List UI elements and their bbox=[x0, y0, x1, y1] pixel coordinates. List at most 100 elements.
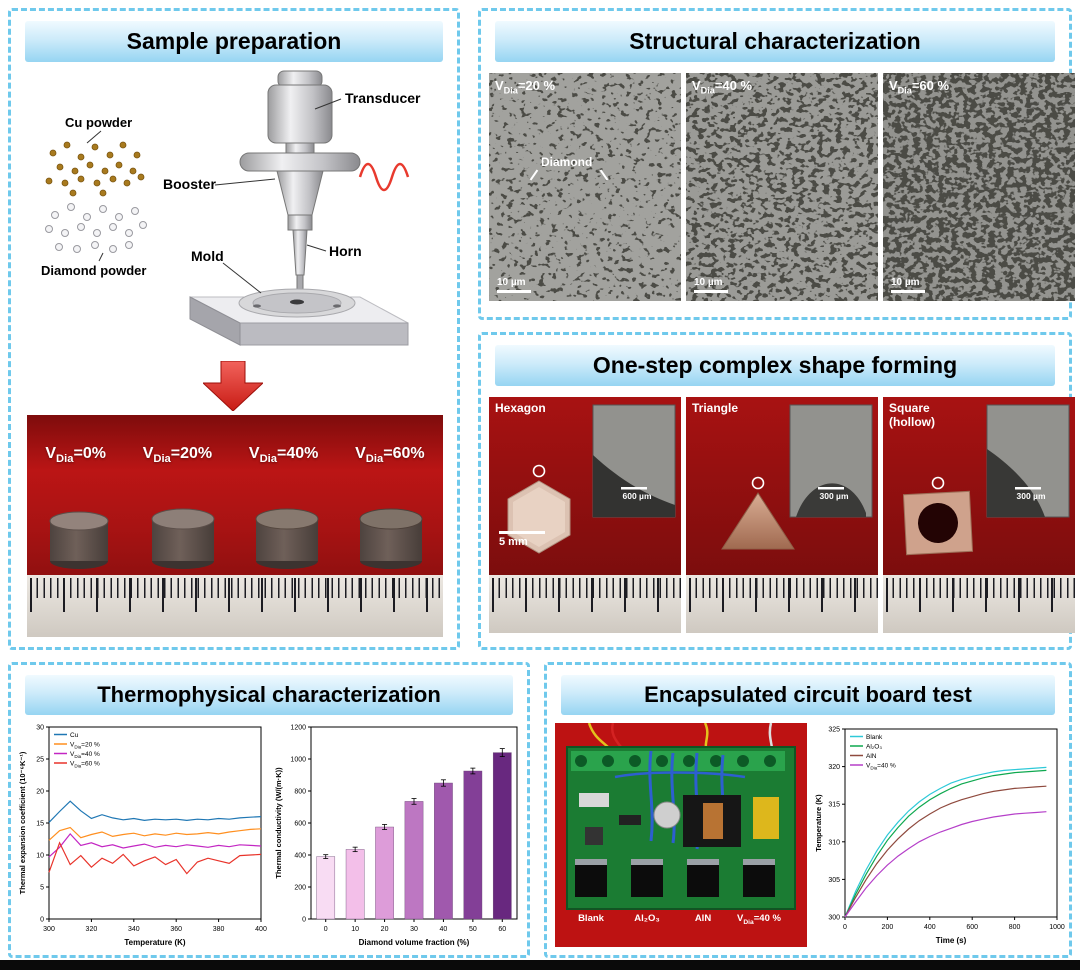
svg-text:325: 325 bbox=[828, 727, 840, 734]
transducer-body bbox=[239, 70, 361, 298]
sem-micrograph-40: VDia=40 % 10 µm bbox=[686, 73, 878, 301]
svg-text:380: 380 bbox=[213, 926, 225, 933]
scale-bar-line bbox=[497, 290, 531, 293]
sample-cylinders bbox=[49, 508, 423, 569]
svg-text:1000: 1000 bbox=[290, 757, 306, 764]
svg-text:VDia=40 %: VDia=40 % bbox=[70, 751, 100, 759]
svg-text:600: 600 bbox=[294, 821, 306, 828]
samples-photo-image bbox=[27, 415, 443, 575]
svg-text:20: 20 bbox=[36, 789, 44, 796]
ultrasound-wave-icon bbox=[358, 162, 410, 192]
sample-volume-labels: VDia=0% VDia=20% VDia=40% VDia=60% bbox=[27, 445, 443, 465]
sem-image bbox=[883, 73, 1075, 301]
sample-label: VDia=0% bbox=[45, 445, 106, 466]
scale-bar-line bbox=[694, 290, 728, 293]
svg-text:800: 800 bbox=[294, 789, 306, 796]
scale-bar: 10 µm bbox=[694, 277, 728, 293]
position-marker-icon bbox=[532, 464, 546, 478]
panel-title: One-step complex shape forming bbox=[495, 345, 1055, 386]
inset-scale-bar: 600 µm bbox=[622, 491, 652, 501]
ruler-ticks-small bbox=[886, 578, 1075, 598]
shape-label: Square (hollow) bbox=[889, 401, 935, 429]
svg-text:Thermal expansion coefficient: Thermal expansion coefficient (10⁻⁶K⁻¹) bbox=[18, 751, 27, 894]
ruler bbox=[883, 575, 1075, 633]
down-arrow-icon bbox=[203, 361, 263, 411]
svg-text:Time (s): Time (s) bbox=[936, 936, 967, 945]
svg-text:600: 600 bbox=[966, 924, 978, 931]
svg-text:800: 800 bbox=[1009, 924, 1021, 931]
svg-text:30: 30 bbox=[410, 926, 418, 933]
blue-wire bbox=[648, 750, 654, 842]
svg-text:Al₂O₃: Al₂O₃ bbox=[866, 744, 882, 751]
svg-text:Cu: Cu bbox=[70, 732, 79, 739]
svg-text:0: 0 bbox=[40, 917, 44, 924]
panel-title: Sample preparation bbox=[25, 21, 443, 62]
shape-figure-hexagon: Hexagon 600 µm 5 mm bbox=[489, 397, 681, 633]
position-marker-icon bbox=[751, 476, 765, 490]
sem-label: VDia=60 % bbox=[889, 78, 950, 96]
svg-text:Thermal conductivity (W/(m·K)): Thermal conductivity (W/(m·K)) bbox=[274, 767, 283, 879]
svg-text:400: 400 bbox=[255, 926, 267, 933]
svg-text:Temperature (K): Temperature (K) bbox=[814, 794, 823, 852]
svg-text:340: 340 bbox=[128, 926, 140, 933]
scale-bar-line bbox=[499, 531, 545, 534]
ruler-ticks-small bbox=[492, 578, 681, 598]
shape-figure-square-hollow: Square (hollow) 300 µm bbox=[883, 397, 1075, 633]
shape-photo bbox=[686, 397, 878, 575]
ruler-ticks-small bbox=[30, 578, 443, 598]
transformer-coil bbox=[703, 803, 723, 839]
shape-label: Hexagon bbox=[495, 401, 546, 415]
svg-text:VDia=20 %: VDia=20 % bbox=[70, 742, 100, 750]
svg-text:300: 300 bbox=[43, 926, 55, 933]
component bbox=[619, 815, 641, 825]
svg-text:1200: 1200 bbox=[290, 725, 306, 732]
svg-text:15: 15 bbox=[36, 821, 44, 828]
svg-text:0: 0 bbox=[324, 926, 328, 933]
horn-label: Horn bbox=[329, 243, 362, 259]
panel-title: Encapsulated circuit board test bbox=[561, 675, 1055, 715]
diamond-powder-dots bbox=[45, 203, 147, 253]
blue-wire bbox=[614, 771, 746, 779]
panel-title: Thermophysical characterization bbox=[25, 675, 513, 715]
sample-label: VDia=60% bbox=[355, 445, 425, 466]
ruler bbox=[686, 575, 878, 633]
board-label: Blank bbox=[578, 913, 604, 924]
svg-text:VDia=60 %: VDia=60 % bbox=[70, 761, 100, 769]
sample-label: VDia=20% bbox=[142, 445, 213, 466]
svg-text:315: 315 bbox=[828, 802, 840, 809]
triangle-sample bbox=[721, 492, 795, 550]
sem-micrograph-60: VDia=60 % 10 µm bbox=[883, 73, 1075, 301]
sem-label: VDia=40 % bbox=[692, 78, 753, 96]
svg-text:5: 5 bbox=[40, 885, 44, 892]
shape-figure-row: Hexagon 600 µm 5 mm bbox=[489, 397, 1075, 633]
svg-text:0: 0 bbox=[302, 917, 306, 924]
blue-wire bbox=[670, 752, 676, 844]
board-label: AlN bbox=[694, 913, 712, 924]
sem-image bbox=[489, 73, 681, 301]
encapsulated-packages bbox=[575, 859, 775, 897]
panel-thermophysical: Thermophysical characterization 0 5 10 15 20… bbox=[8, 662, 530, 958]
booster-label: Booster bbox=[163, 176, 216, 192]
sem-image bbox=[686, 73, 878, 301]
svg-text:400: 400 bbox=[924, 924, 936, 931]
inset-scale-bar: 300 µm bbox=[819, 491, 849, 501]
cu-powder-label: Cu powder bbox=[65, 115, 132, 130]
svg-text:320: 320 bbox=[86, 926, 98, 933]
sem-image-row: VDia=20 % Diamond 10 µm VDia=40 % bbox=[489, 73, 1075, 301]
svg-text:1000: 1000 bbox=[1049, 924, 1065, 931]
cu-powder-dots bbox=[45, 141, 145, 197]
svg-text:200: 200 bbox=[294, 885, 306, 892]
ruler bbox=[489, 575, 681, 633]
svg-text:10: 10 bbox=[36, 853, 44, 860]
svg-text:Temperature (K): Temperature (K) bbox=[124, 938, 186, 947]
bottom-border-bar bbox=[0, 960, 1080, 970]
photo-scale-bar: 5 mm bbox=[499, 531, 545, 548]
panel-title: Structural characterization bbox=[495, 21, 1055, 62]
capacitor bbox=[653, 801, 681, 829]
ruler-ticks-small bbox=[689, 578, 878, 598]
svg-text:40: 40 bbox=[440, 926, 448, 933]
capacitor bbox=[753, 797, 779, 839]
